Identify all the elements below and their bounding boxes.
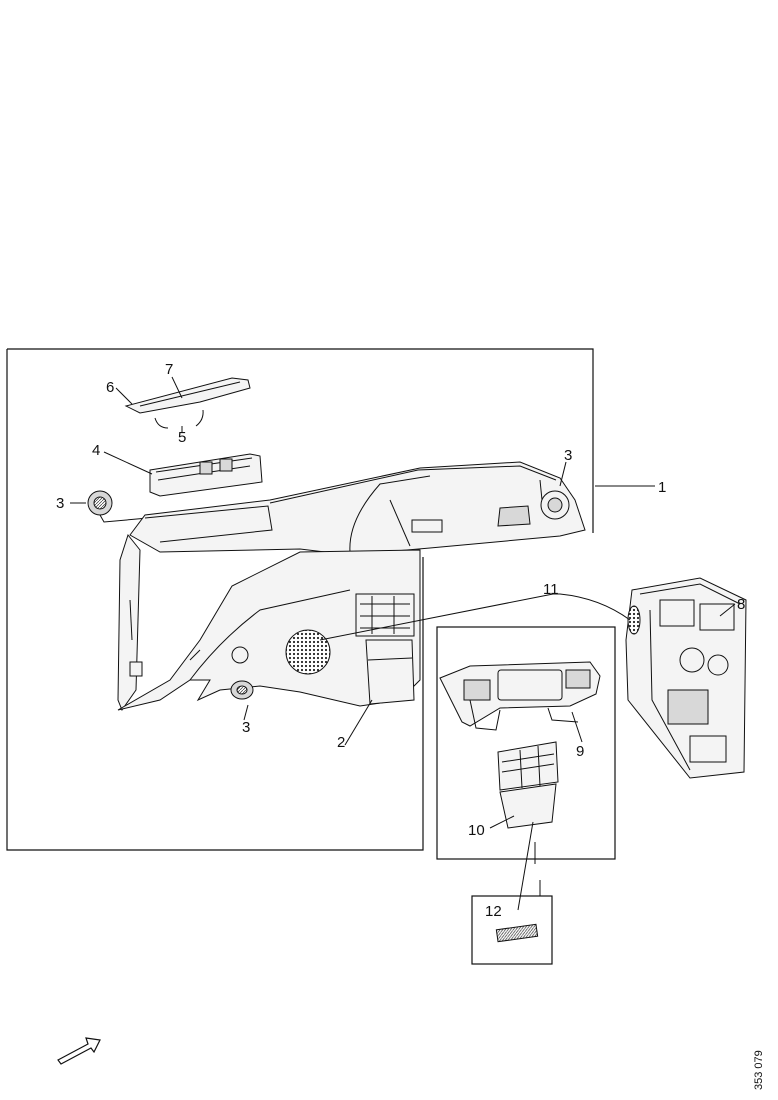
callout-3-bottom: 3 bbox=[242, 719, 250, 736]
forward-arrow-icon bbox=[57, 1037, 101, 1065]
callout-3-top-right: 3 bbox=[564, 447, 572, 464]
callout-11: 11 bbox=[543, 581, 559, 598]
reference-code: 353 079 bbox=[753, 1050, 765, 1090]
main-frame bbox=[6, 348, 594, 851]
part-grommet-left bbox=[87, 490, 149, 523]
callout-3-left: 3 bbox=[56, 495, 64, 512]
callout-4: 4 bbox=[92, 442, 100, 459]
part-upper-tray bbox=[149, 453, 263, 497]
part-lower-panel bbox=[117, 549, 421, 711]
callout-2: 2 bbox=[337, 734, 345, 751]
secondary-frame bbox=[436, 626, 616, 860]
part-dashboard-top bbox=[129, 461, 586, 556]
part-center-vent bbox=[497, 741, 559, 829]
leader-lines bbox=[70, 376, 736, 911]
part-label-plate bbox=[495, 923, 539, 943]
callout-6: 6 bbox=[106, 379, 114, 396]
part-grommet-bottom bbox=[230, 680, 254, 700]
part-console-unit bbox=[625, 577, 747, 779]
part-side-panel bbox=[117, 533, 143, 712]
part-cluster-housing bbox=[439, 661, 601, 731]
callout-10: 10 bbox=[468, 822, 485, 839]
small-frame bbox=[471, 895, 553, 965]
callout-7: 7 bbox=[165, 361, 173, 378]
callout-8: 8 bbox=[737, 596, 745, 613]
callout-5: 5 bbox=[178, 429, 186, 446]
callout-labels: 1 2 3 3 3 4 5 6 7 8 9 10 11 12 bbox=[56, 361, 745, 920]
callout-12: 12 bbox=[485, 903, 502, 920]
callout-9: 9 bbox=[576, 743, 584, 760]
part-top-trim-strip bbox=[124, 377, 251, 429]
callout-1: 1 bbox=[658, 479, 666, 496]
